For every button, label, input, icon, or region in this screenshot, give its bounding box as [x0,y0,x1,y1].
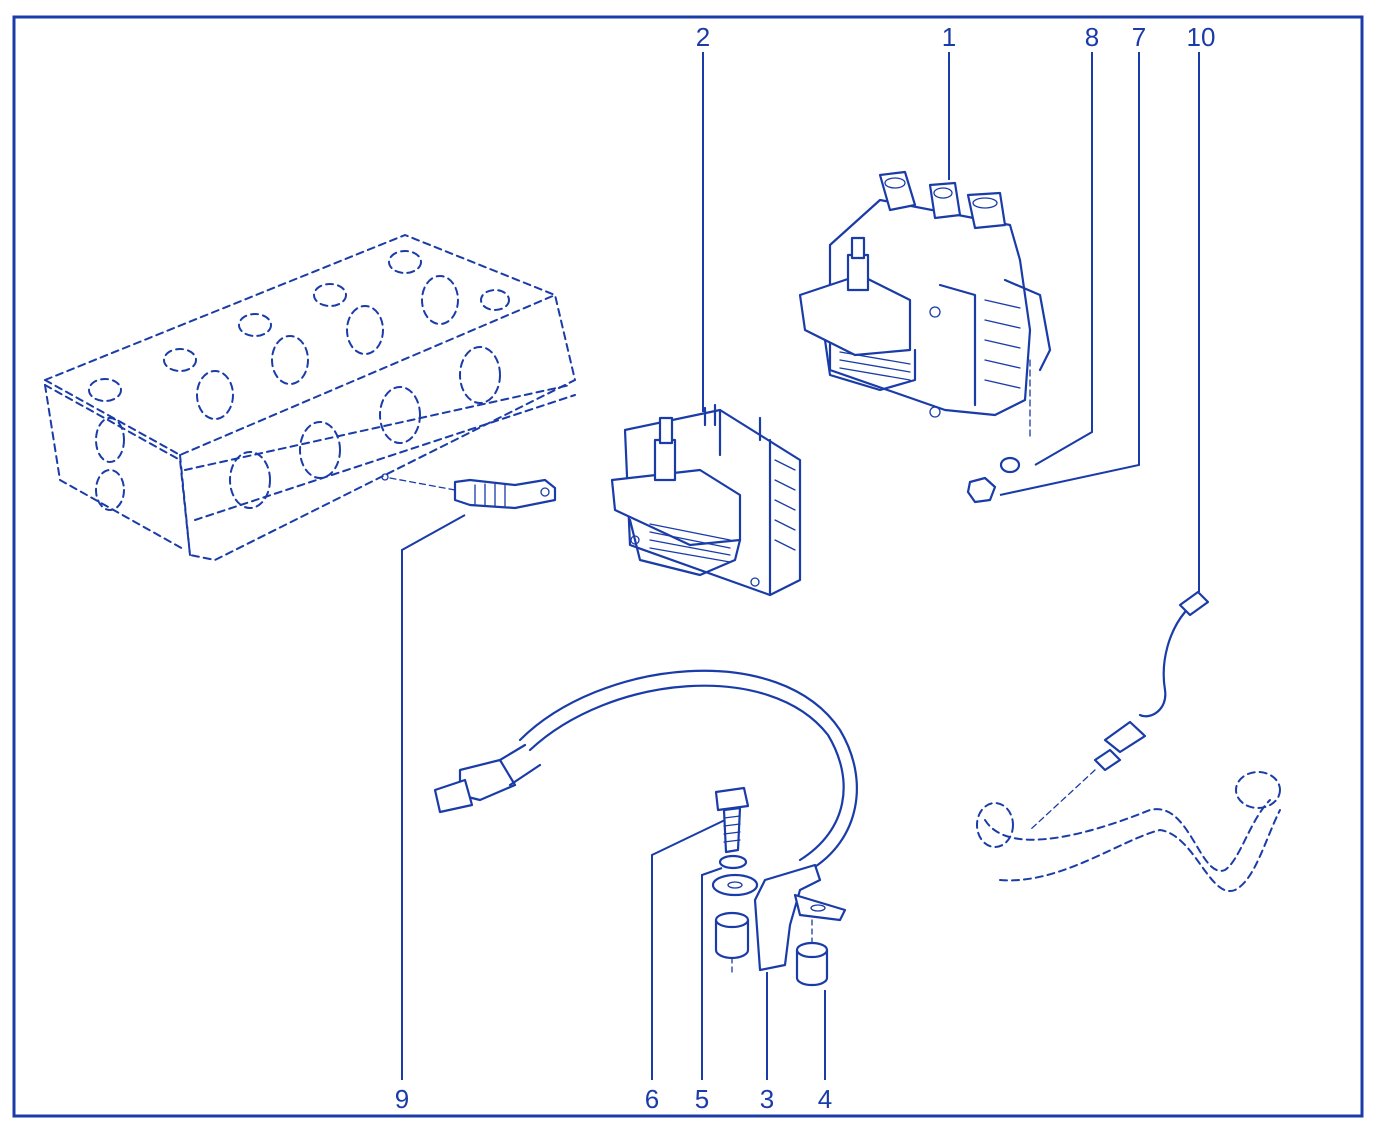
callout-6: 6 [645,1084,659,1114]
temperature-sensor [389,477,557,510]
ignition-module [798,170,1052,441]
callout-9: 9 [395,1084,409,1114]
callout-5: 5 [695,1084,709,1114]
callout-8: 8 [1085,22,1099,52]
callout-2: 2 [696,22,710,52]
crankshaft-sensor [433,669,858,972]
washer-and-nut [966,456,1021,504]
oxygen-sensor [1029,590,1210,831]
callout-10: 10 [1187,22,1216,52]
cylinder-head [44,234,576,561]
spring-washer [718,854,748,870]
callout-labels: 1 2 3 4 5 6 7 8 9 10 [395,22,1216,1114]
spacer-left [714,911,750,960]
exhaust-pipe [976,771,1281,893]
bracket-washer [711,873,759,897]
callout-4: 4 [818,1084,832,1114]
callout-1: 1 [942,22,956,52]
leader-lines [401,52,1200,1080]
callout-3: 3 [760,1084,774,1114]
bolt [714,786,750,854]
spacer-right [795,941,829,987]
diagram-frame [12,15,1364,1118]
ignition-coil [610,403,802,597]
callout-7: 7 [1132,22,1146,52]
